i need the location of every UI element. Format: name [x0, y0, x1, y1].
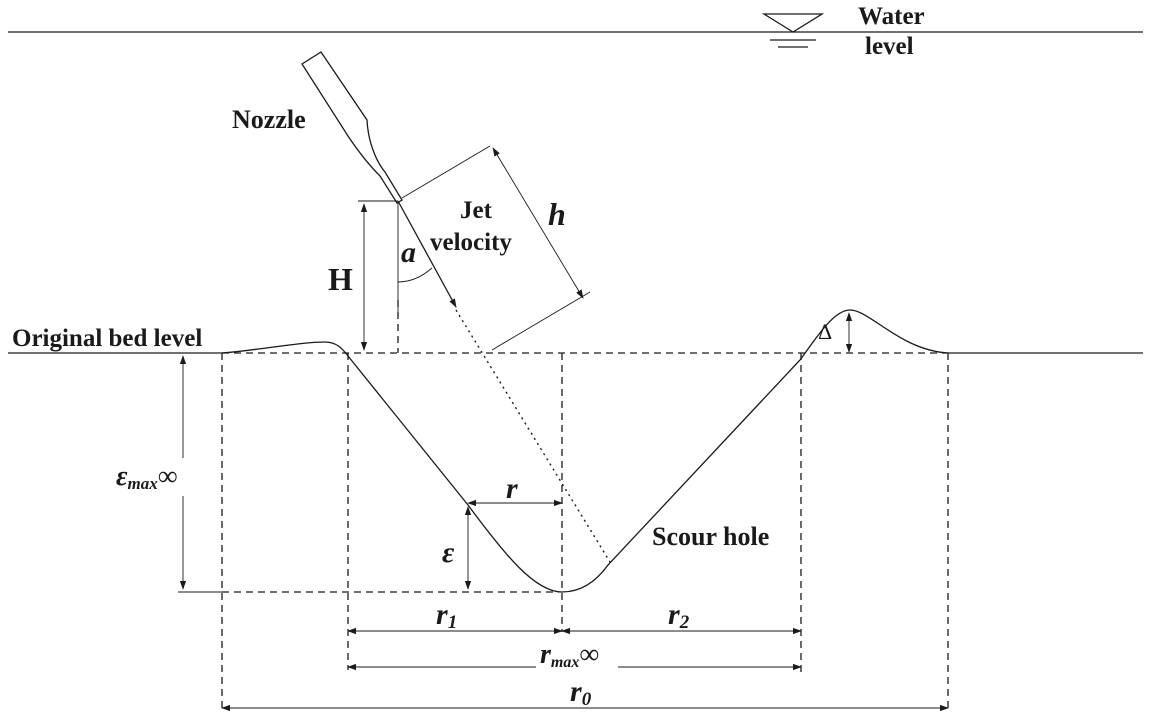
- original-bed-level-label: Original bed level: [12, 325, 202, 352]
- h-extension-top: [401, 145, 491, 199]
- water-level-label-line2: level: [865, 33, 914, 60]
- h-dimension-arrow: [492, 147, 584, 299]
- scour-profile: [221, 309, 949, 593]
- eps-max-label: εmax∞: [116, 461, 178, 493]
- rmax-label: rmax∞: [540, 639, 599, 671]
- alpha-arc: [397, 267, 433, 283]
- r2-label: r2: [668, 598, 690, 633]
- water-level-label-line1: Water: [858, 3, 925, 30]
- jet-velocity-label-line2: velocity: [430, 229, 512, 256]
- r-label: r: [506, 472, 518, 505]
- nozzle-shape: [301, 51, 403, 204]
- r1-label: r1: [436, 598, 457, 633]
- jet-velocity-arrow: [397, 200, 457, 308]
- water-level-icon: [761, 13, 825, 48]
- h-label: h: [548, 196, 566, 232]
- jet-extension-dotted: [455, 309, 611, 563]
- rmax-label-bg: [536, 638, 618, 670]
- jet-velocity-label-line1: Jet: [460, 197, 493, 224]
- alpha-label: a: [401, 236, 416, 269]
- eps-max-label-bg: [112, 458, 204, 496]
- r0-label: r0: [570, 675, 592, 710]
- eps-label: ε: [442, 536, 455, 569]
- scour-hole-label: Scour hole: [652, 522, 769, 551]
- H-label: H: [328, 261, 353, 297]
- delta-label: Δ: [818, 319, 832, 344]
- h-extension-bottom: [491, 291, 591, 351]
- nozzle-label: Nozzle: [232, 105, 306, 134]
